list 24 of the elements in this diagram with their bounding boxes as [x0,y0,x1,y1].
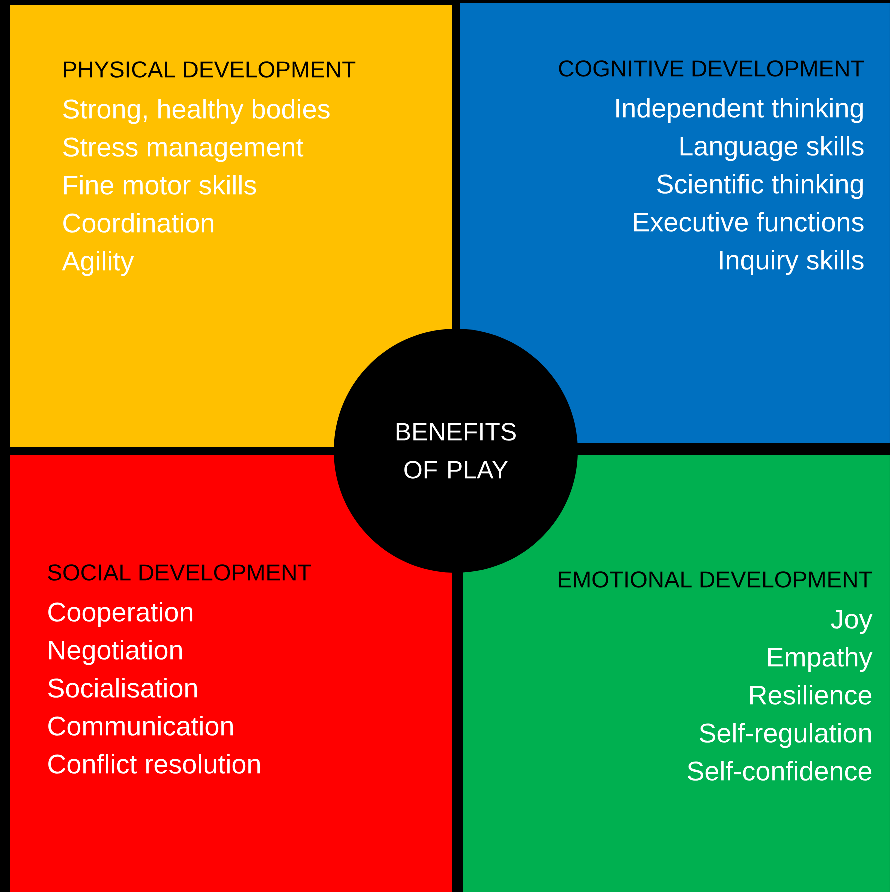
list-item: Strong, healthy bodies [63,99,330,124]
heading: COGNITIVE DEVELOPMENT [559,60,864,77]
list-item: Coordination [64,213,214,233]
list-item: Resilience [750,685,872,705]
heading: EMOTIONAL DEVELOPMENT [559,572,872,588]
list-item: Self-regulation [700,723,872,748]
heading: SOCIAL DEVELOPMENT [48,564,312,581]
list-item: Independent thinking [616,98,863,124]
list-item: Scientific thinking [657,174,864,200]
list-item: Conflict resolution [48,754,260,774]
list-item: Cooperation [48,602,193,628]
list-item: Executive functions [634,212,864,232]
list-item: Communication [48,716,233,736]
list-item: Stress management [63,138,304,162]
list-item: Inquiry skills [720,250,864,276]
list-item: Empathy [768,647,873,672]
list-item: Agility [62,251,134,276]
heading: PHYSICAL DEVELOPMENT [64,62,356,78]
list-item: Socialisation [48,678,197,698]
list-item: Self-confidence [688,761,872,781]
list-item: Negotiation [49,640,182,666]
list-item: Language skills [680,136,864,162]
list-item: Joy [831,610,873,634]
list-item: Fine motor skills [64,175,256,195]
